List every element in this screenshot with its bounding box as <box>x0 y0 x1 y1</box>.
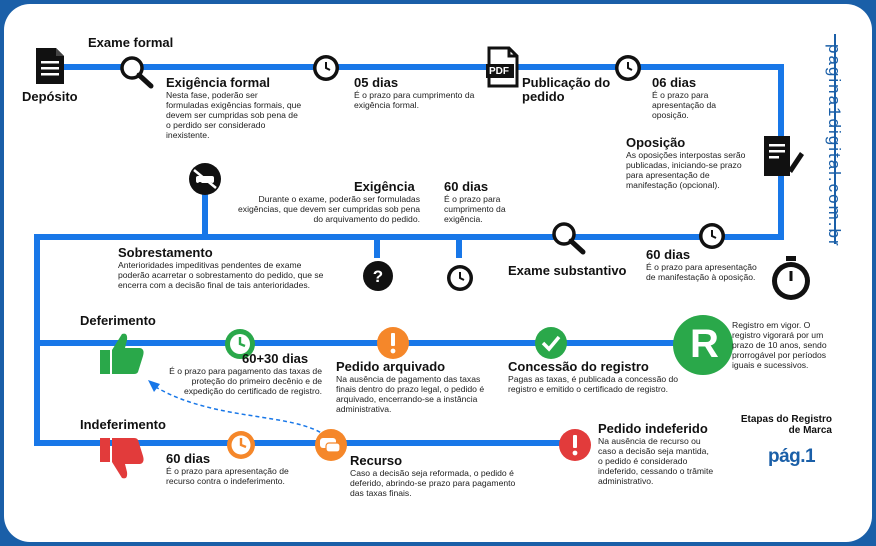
exigencia-formal-desc: Nesta fase, poderão ser formuladas exigê… <box>166 90 302 140</box>
question-icon: ? <box>363 261 393 291</box>
thumbs-down-icon <box>100 438 144 479</box>
exigencia-title: Exigência <box>354 179 415 194</box>
etapas-title: Etapas do Registro de Marca <box>740 414 832 436</box>
recurso-arrow <box>148 380 327 437</box>
pedido-indeferido-title: Pedido indeferido <box>598 421 708 436</box>
prazo-60-manif-title: 60 dias <box>646 247 691 262</box>
sobrestamento-desc: Anterioridades impeditivas pendentes de … <box>118 260 324 290</box>
pedido-arquivado-title: Pedido arquivado <box>336 359 446 374</box>
oposicao-title: Oposição <box>626 135 686 150</box>
deposito-title: Depósito <box>22 89 78 104</box>
concessao-title: Concessão do registro <box>508 359 649 374</box>
sobrestamento-title: Sobrestamento <box>118 245 213 260</box>
check-icon <box>535 327 567 359</box>
prazo-60-recurso-desc: É o prazo para apresentação de recurso c… <box>166 466 289 486</box>
recurso-desc: Caso a decisão seja reformada, o pedido … <box>350 468 516 498</box>
oposicao-desc: As oposições interpostas serão publicada… <box>626 150 746 190</box>
prazo-06-desc: É o prazo para apresentação da oposição. <box>652 90 717 120</box>
clock-icon <box>227 431 255 459</box>
prazo-05-desc: É o prazo para cumprimento da exigência … <box>354 90 475 110</box>
url-divider <box>834 34 836 244</box>
registered-icon <box>673 315 733 375</box>
flow-line-stub-question <box>374 238 380 258</box>
brand-logo: pág.1 <box>768 446 830 472</box>
exame-substantivo-title: Exame substantivo <box>508 263 627 278</box>
flow-line-mid <box>34 234 784 240</box>
prazo-60-manif-desc: É o prazo para apresentação de manifesta… <box>646 262 757 282</box>
prazo-06-title: 06 dias <box>652 75 697 90</box>
prazo-60-exig-desc: É o prazo para cumprimento da exigência. <box>444 194 506 224</box>
concessao-desc: Pagas as taxas, é publicada a concessão … <box>508 374 679 394</box>
flow-line-stub-noentry <box>202 194 208 236</box>
svg-text:?: ? <box>373 267 383 286</box>
chat-icon <box>315 429 347 461</box>
flow-line-deferimento <box>34 340 714 346</box>
pdf-icon <box>486 46 519 88</box>
flowchart-canvas: PDF ? <box>4 4 872 542</box>
pedido-indeferido-desc: Na ausência de recurso ou caso a decisão… <box>598 436 714 486</box>
no-car-icon <box>189 163 221 195</box>
recurso-title: Recurso <box>350 453 403 468</box>
flow-line-indeferimento <box>34 440 582 446</box>
prazo-05-title: 05 dias <box>354 75 399 90</box>
brand-url: pagina1digital.com.br <box>822 44 852 314</box>
document-icon <box>36 48 64 84</box>
prazo-60-30-title: 60+30 dias <box>242 351 309 366</box>
stopwatch-icon <box>772 256 810 300</box>
warning-icon <box>377 327 409 359</box>
prazo-60-recurso-title: 60 dias <box>166 451 211 466</box>
signature-doc-icon <box>764 136 804 176</box>
prazo-60-exig-title: 60 dias <box>444 179 489 194</box>
search-icon <box>120 56 154 89</box>
exame-formal-title: Exame formal <box>88 35 174 50</box>
clock-icon <box>699 223 725 249</box>
registro-vigor-desc: Registro em vigor. O registro vigorará p… <box>732 320 827 370</box>
thumbs-up-icon <box>100 333 144 374</box>
search-icon <box>552 222 586 255</box>
clock-icon <box>313 55 339 81</box>
flow-line-stub-clock <box>456 238 462 258</box>
warning-icon <box>559 429 591 461</box>
flow-line-top <box>64 64 784 70</box>
exigencia-desc: Durante o exame, poderão ser formuladas … <box>238 194 421 224</box>
prazo-60-30-desc: É o prazo para pagamento das taxas de pr… <box>169 366 322 396</box>
indeferimento-title: Indeferimento <box>80 417 166 432</box>
deferimento-title: Deferimento <box>80 313 156 328</box>
clock-icon <box>447 265 473 291</box>
exigencia-formal-title: Exigência formal <box>166 75 271 90</box>
clock-icon <box>225 329 255 359</box>
clock-icon <box>615 55 641 81</box>
publicacao-title: Publicação do pedido <box>522 75 611 104</box>
pedido-arquivado-desc: Na ausência de pagamento das taxas finai… <box>336 374 485 414</box>
pdf-label: PDF <box>489 66 509 77</box>
brand-logo-text: pág.1 <box>768 446 816 467</box>
registered-letter: R <box>690 322 719 366</box>
